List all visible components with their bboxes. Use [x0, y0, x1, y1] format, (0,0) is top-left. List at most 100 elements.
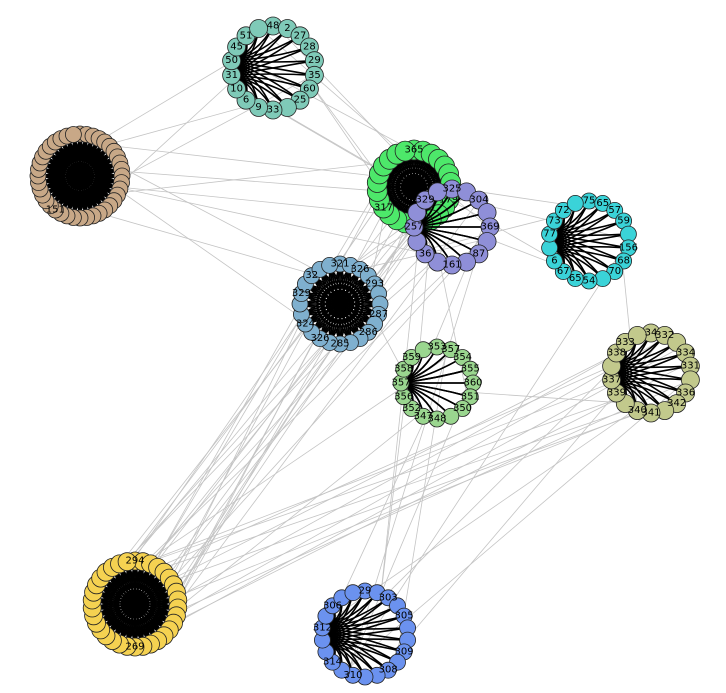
node-label-light-green-8: 347 [414, 411, 433, 422]
node-label-olive-7: 340 [628, 405, 647, 416]
node-label-light-green-7: 348 [427, 414, 446, 425]
node-label-steel-8: 329 [292, 288, 311, 299]
node-light-green-6 [454, 400, 471, 417]
node-label-teal-7: 25 [294, 95, 307, 106]
node-label-cyan-5: 68 [617, 256, 630, 267]
inter-cluster-edge-39 [155, 204, 477, 635]
node-label-olive-1: 332 [655, 330, 674, 341]
inter-cluster-edge-32 [161, 161, 433, 629]
inter-cluster-edge-61 [379, 373, 409, 601]
node-label-teal-11: 10 [230, 84, 243, 95]
node-label-cyan-8: 65 [569, 273, 582, 284]
intra-edge-tan-157 [72, 134, 88, 218]
node-label-teal-5: 35 [308, 70, 321, 81]
node-label-steel-3: 287 [369, 309, 388, 320]
node-light-green-10 [403, 400, 420, 417]
node-label-green-2: 317 [374, 203, 393, 214]
intra-edge-tan-158 [72, 134, 81, 219]
inter-cluster-edge-17 [114, 186, 439, 257]
node-label-teal-2: 27 [294, 30, 307, 41]
node-label-olive-6: 341 [641, 408, 660, 419]
node-label-teal-8: 33 [267, 105, 280, 116]
intra-edge-blue-25 [322, 627, 408, 641]
node-label-steel-1: 326 [350, 264, 369, 275]
node-label-blue-1: 303 [379, 592, 398, 603]
inter-cluster-edge-35 [98, 258, 460, 608]
node-label-cyan-12: 73 [548, 216, 561, 227]
inter-cluster-edge-65 [429, 223, 485, 354]
intra-edge-steel-93 [328, 265, 352, 343]
node-light-green-15 [414, 341, 432, 359]
node-label-teal-3: 28 [303, 42, 316, 53]
node-label-teal-10: 6 [243, 95, 249, 106]
node-purple-15 [428, 182, 447, 202]
node-label-teal-14: 45 [230, 42, 243, 53]
node-label-steel-2: 293 [365, 279, 384, 290]
node-label-tan-0: 151 [46, 205, 65, 216]
inter-cluster-edge-56 [349, 240, 482, 272]
node-label-olive-0: 34 [645, 328, 658, 339]
node-label-green-0: 365 [404, 145, 423, 156]
node-label-cyan-0: 75 [583, 196, 596, 207]
node-label-olive-2: 334 [676, 348, 695, 359]
node-label-cyan-3: 59 [617, 216, 630, 227]
node-label-cyan-7: 54 [583, 276, 596, 287]
node-label-teal-13: 50 [225, 55, 238, 66]
inter-cluster-edge-48 [121, 319, 311, 570]
inter-cluster-edges [45, 32, 685, 668]
node-label-blue-6: 314 [323, 657, 342, 668]
node-label-yellow-1: 269 [125, 642, 144, 653]
node-label-light-green-13: 359 [402, 352, 421, 363]
node-label-olive-9: 337 [602, 374, 621, 385]
inter-cluster-edge-69 [98, 405, 659, 608]
intra-edge-yellow-133 [126, 561, 144, 647]
node-label-olive-10: 338 [607, 348, 626, 359]
node-label-blue-2: 305 [395, 611, 414, 622]
node-label-steel-9: 32 [305, 270, 318, 281]
node-label-cyan-10: 6 [551, 256, 557, 267]
inter-cluster-edge-24 [119, 196, 445, 638]
node-label-blue-3: 309 [395, 646, 414, 657]
node-label-teal-4: 29 [308, 55, 321, 66]
node-label-teal-6: 60 [303, 84, 316, 95]
node-teal-17 [249, 19, 269, 38]
inter-cluster-edge-76 [168, 340, 662, 620]
inter-cluster-edge-70 [101, 405, 642, 590]
intra-edge-yellow-134 [126, 561, 136, 648]
node-tan-39 [65, 126, 82, 143]
inter-cluster-edge-75 [171, 339, 644, 601]
inter-cluster-edge-11 [114, 186, 401, 216]
node-label-green-1: 179 [439, 195, 458, 206]
node-light-green-1 [442, 341, 460, 359]
node-label-light-green-12: 358 [394, 364, 413, 375]
inter-cluster-edge-78 [138, 365, 685, 641]
intra-edge-blue-24 [322, 627, 408, 630]
node-label-steel-4: 286 [359, 327, 378, 338]
node-label-blue-5: 310 [343, 670, 362, 681]
node-label-blue-0: 29 [359, 586, 372, 597]
intra-edge-steel-92 [328, 265, 361, 339]
cluster-tan-edges [37, 133, 123, 219]
cluster-steel-edges [299, 263, 381, 345]
node-label-cyan-1: 65 [596, 198, 609, 209]
inter-cluster-edge-80 [331, 405, 642, 620]
node-label-purple-1: 304 [469, 195, 488, 206]
node-label-purple-7: 329 [416, 195, 435, 206]
node-label-steel-6: 326 [310, 333, 329, 344]
intra-edge-tan-156 [72, 134, 94, 217]
node-label-cyan-4: 156 [619, 242, 638, 253]
node-label-cyan-2: 57 [608, 205, 621, 216]
inter-cluster-edge-73 [150, 362, 619, 572]
node-label-steel-0: 321 [330, 259, 349, 270]
node-label-teal-12: 31 [225, 70, 238, 81]
node-label-olive-5: 342 [667, 398, 686, 409]
node-green-25 [394, 140, 416, 162]
node-label-purple-6: 257 [404, 222, 423, 233]
node-olive-17 [627, 325, 647, 345]
